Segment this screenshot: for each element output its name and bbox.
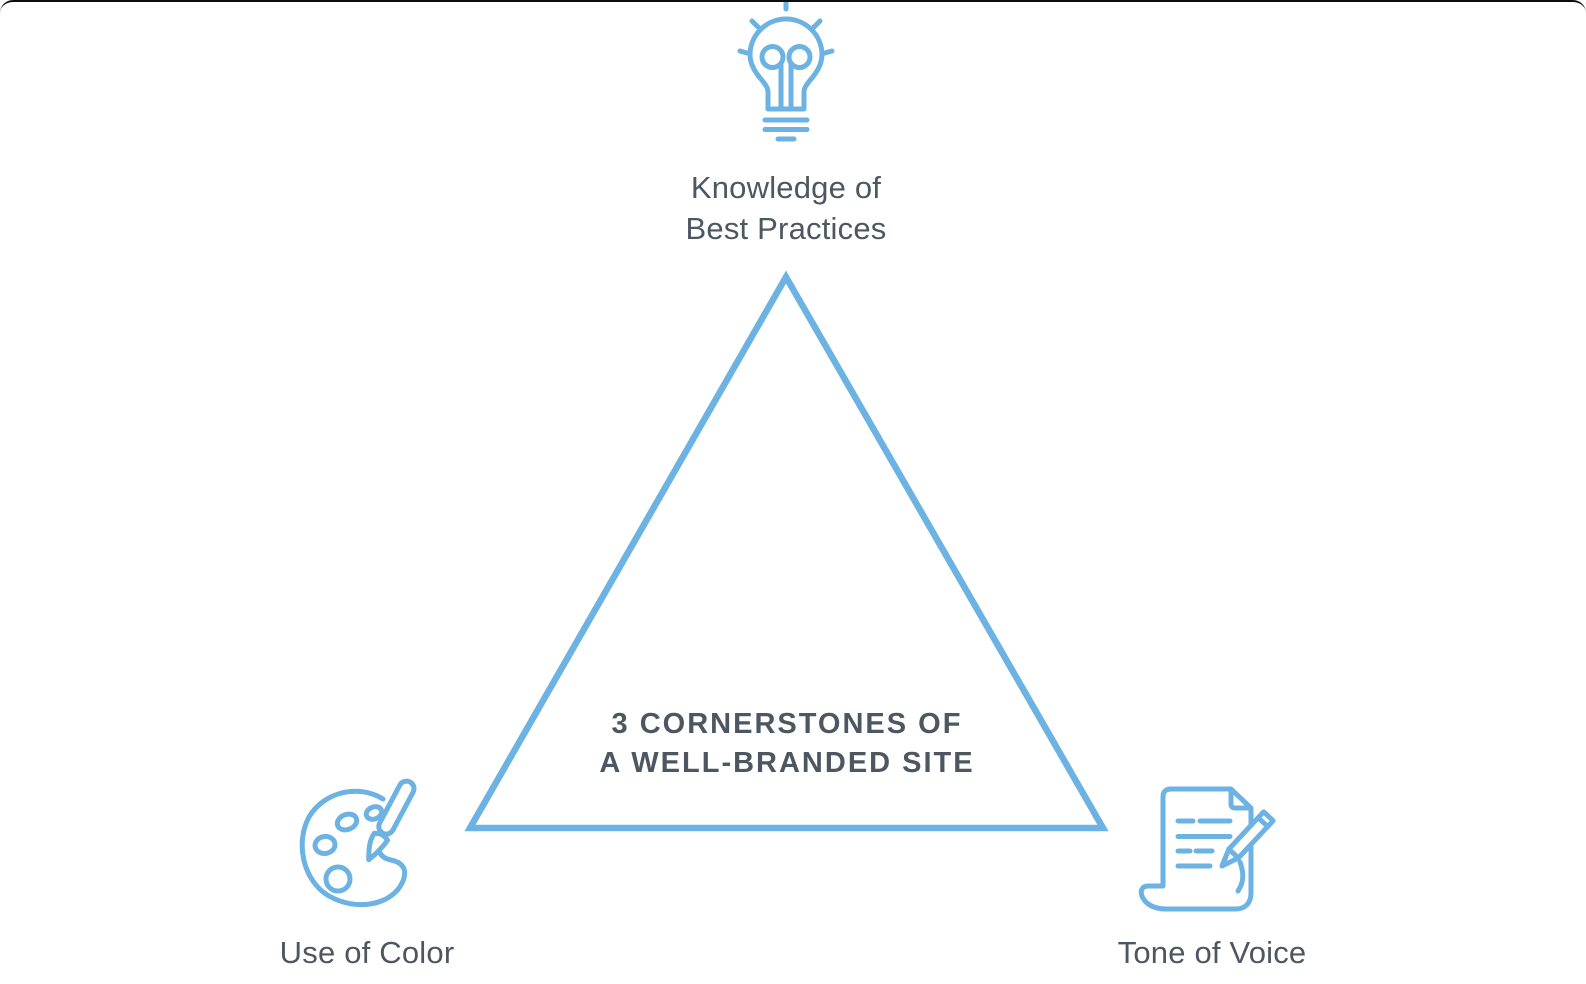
center-title-line2: A WELL-BRANDED SITE [599,747,975,779]
document-pen-icon [1138,786,1276,912]
center-title: 3 CORNERSTONES OF A WELL-BRANDED SITE [599,705,974,783]
bottom-right-node-label: Tone of Voice [1117,935,1307,970]
lightbulb-icon [737,0,835,142]
paint-palette-icon [299,778,417,908]
top-node-label-line2: Best Practices [685,211,887,246]
top-node-label-line1: Knowledge of [690,170,882,205]
bottom-left-node-label: Use of Color [279,935,455,970]
paint-brush [366,778,417,863]
pencil [1219,809,1276,869]
top-node-label: Knowledge of Best Practices [686,167,887,249]
center-title-line1: 3 CORNERSTONES OF [611,708,963,740]
